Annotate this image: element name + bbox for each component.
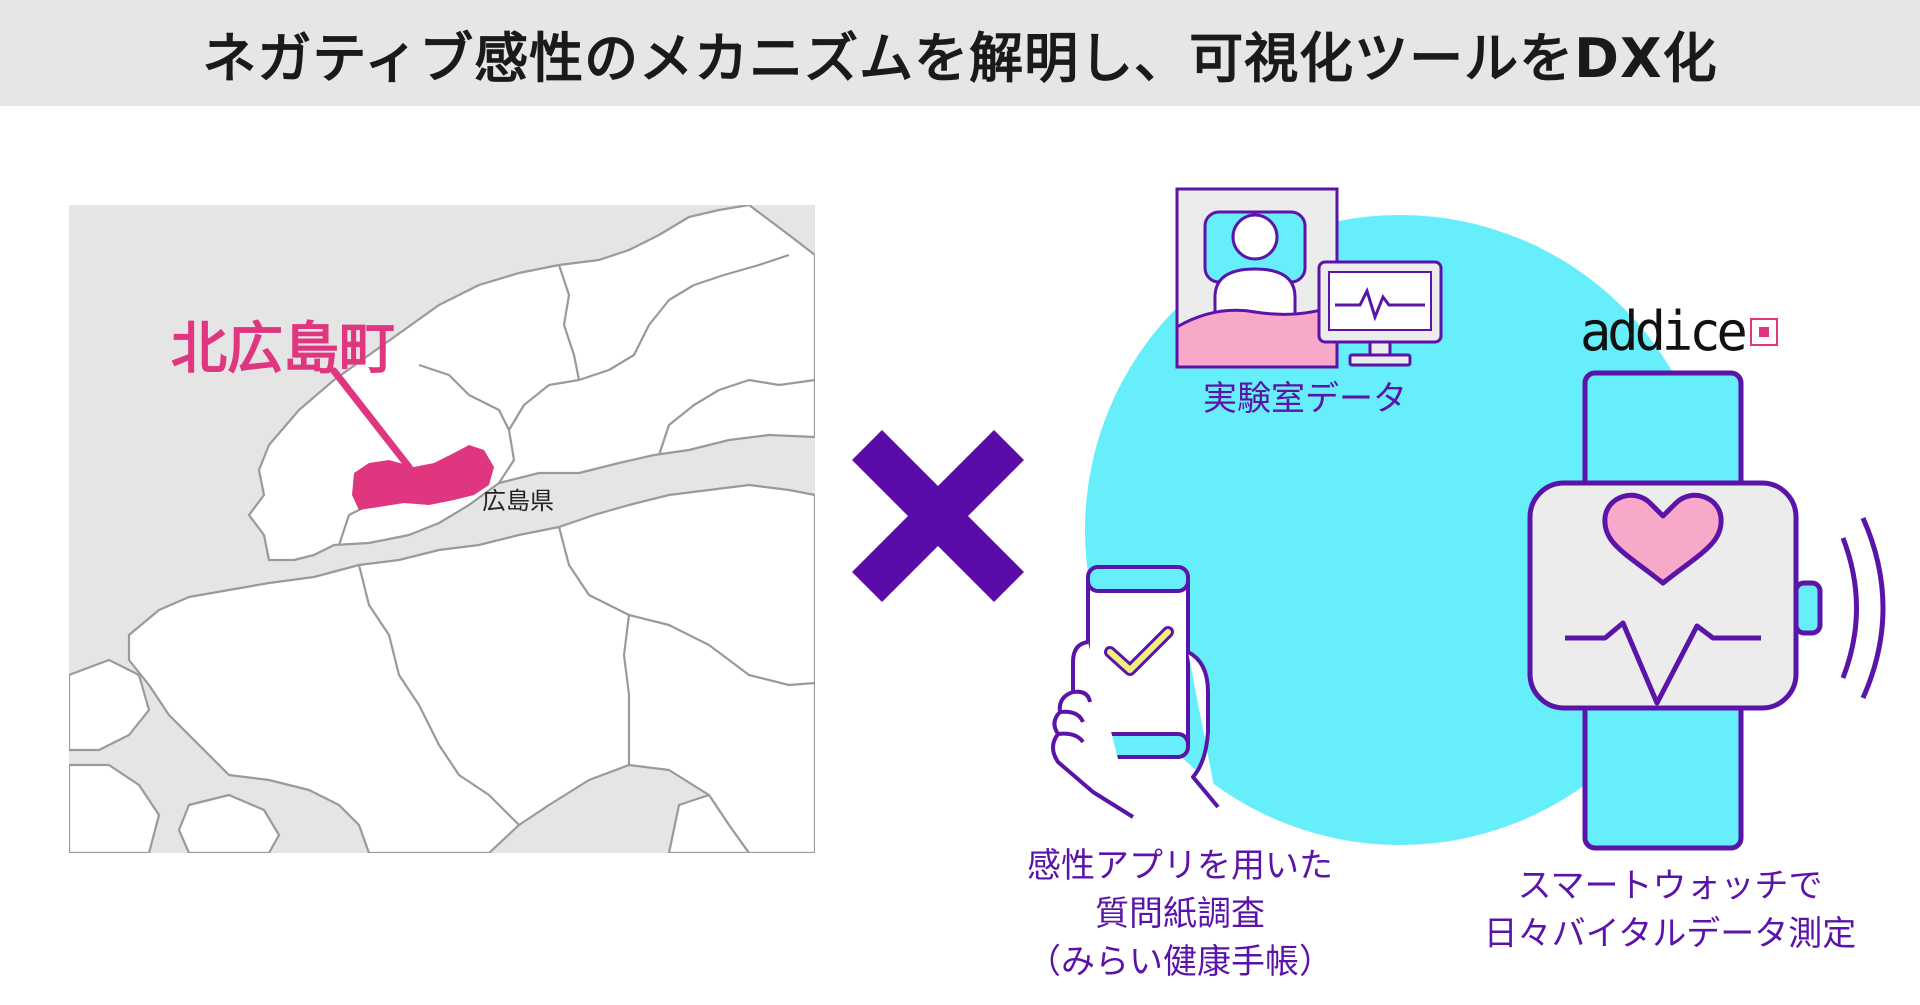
logo-mark-icon <box>1749 318 1778 346</box>
map-land-island-4 <box>177 793 281 853</box>
lab-monitor-icon <box>1175 187 1443 369</box>
app-survey-caption: 感性アプリを用いた 質問紙調査 （みらい健康手帳） <box>980 842 1380 986</box>
app-caption-line3: （みらい健康手帳） <box>1027 942 1333 982</box>
map-land-island-1 <box>69 658 151 752</box>
map-border-8 <box>622 614 631 765</box>
map-border-5 <box>557 264 581 381</box>
watch-caption-line2: 日々バイタルデータ測定 <box>1483 914 1857 954</box>
kitahiroshima-region <box>352 445 494 510</box>
map-land-island-2 <box>69 763 161 853</box>
smartwatch-heart-icon <box>1527 370 1886 851</box>
watch-caption: スマートウォッチで 日々バイタルデータ測定 <box>1470 862 1870 958</box>
app-caption-line2: 質問紙調査 <box>1095 894 1265 934</box>
town-label: 北広島町 <box>171 317 395 382</box>
town-pointer-line <box>330 367 413 471</box>
map-border-2 <box>418 363 510 431</box>
map-border-6 <box>357 564 520 826</box>
smartphone-check-icon <box>1051 565 1220 819</box>
app-caption-line1: 感性アプリを用いた <box>1027 846 1333 886</box>
map-graphic <box>69 205 815 853</box>
map-land-shikoku <box>127 483 815 853</box>
map-border-7 <box>557 526 815 687</box>
cross-icon <box>852 430 1024 602</box>
map-border-3 <box>657 378 815 456</box>
logo-text: addice <box>1580 300 1748 364</box>
page-title: ネガティブ感性のメカニズムを解明し、可視化ツールをDX化 <box>202 26 1718 90</box>
lab-data-caption: 実験室データ <box>1203 379 1407 419</box>
map-land-island-3 <box>667 793 751 853</box>
map-border-1 <box>498 253 790 484</box>
watch-caption-line1: スマートウォッチで <box>1517 866 1823 906</box>
prefecture-label: 広島県 <box>482 487 554 515</box>
addice-logo: addice <box>1580 300 1778 364</box>
map-panel: 北広島町 広島県 <box>69 205 815 853</box>
title-bar: ネガティブ感性のメカニズムを解明し、可視化ツールをDX化 <box>0 0 1920 106</box>
